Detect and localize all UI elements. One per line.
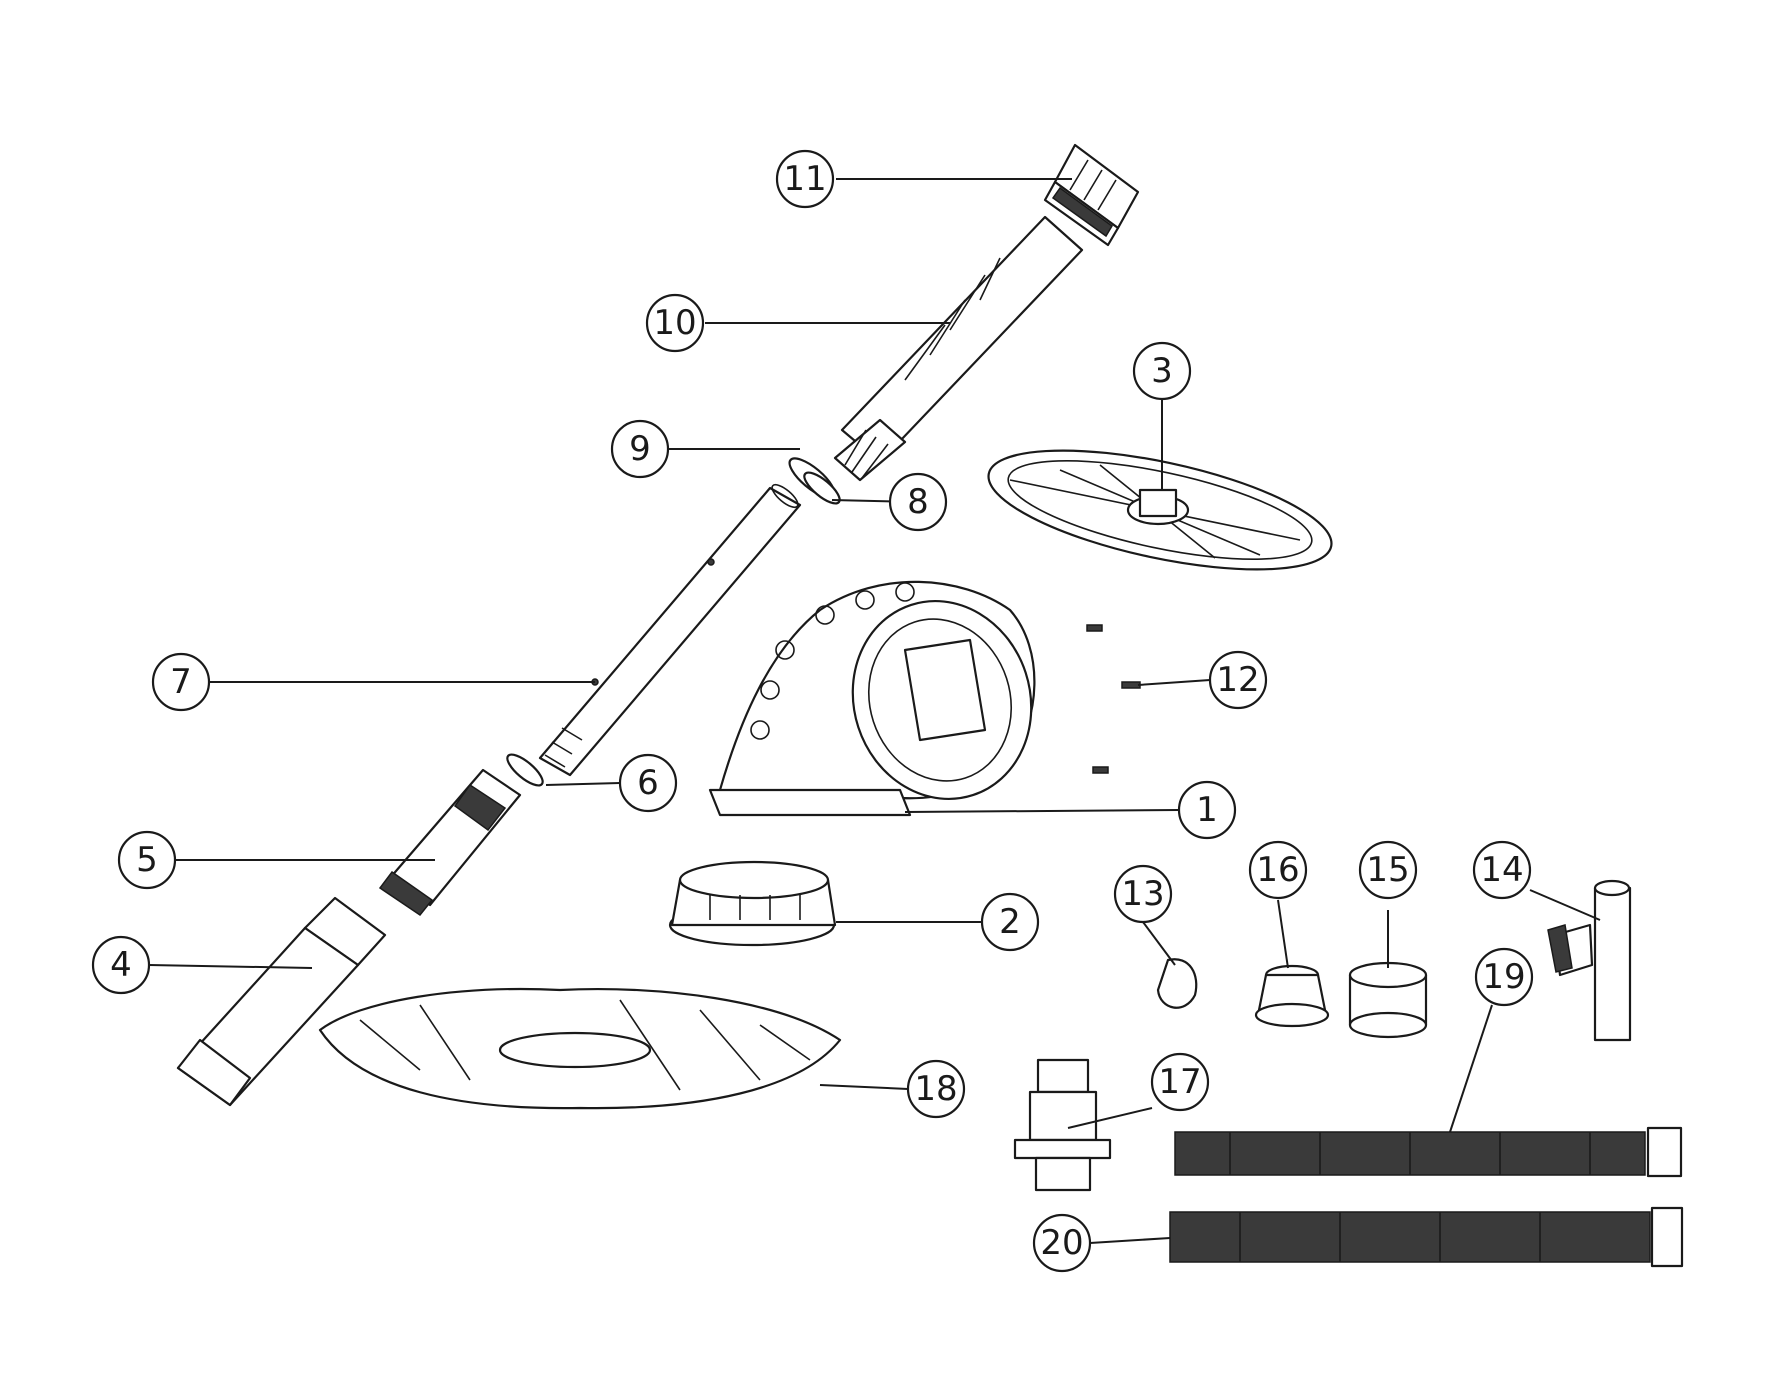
part-1-housing [708,580,1036,817]
leader-lines [148,178,1601,1244]
svg-text:12: 12 [1216,660,1259,700]
part-13 [1156,958,1198,1009]
part-19-hose [1174,1126,1683,1178]
callout-7: 7 [151,652,211,712]
part-6-ring [506,753,544,787]
svg-text:13: 13 [1121,874,1164,914]
svg-text:18: 18 [914,1069,957,1109]
svg-text:20: 20 [1040,1223,1083,1263]
svg-text:11: 11 [783,159,826,199]
callout-5: 5 [117,830,177,890]
callout-6: 6 [618,753,678,813]
svg-text:9: 9 [629,429,651,469]
svg-text:5: 5 [136,840,158,880]
callout-19: 19 [1474,947,1534,1007]
part-18-skirt [318,987,842,1110]
part-7-shaft [538,483,802,777]
part-20-hose [1169,1206,1684,1268]
part-15 [1348,961,1428,1039]
callout-14: 14 [1472,840,1532,900]
callout-10: 10 [645,293,705,353]
callouts: 11 10 9 8 3 7 12 1 [91,149,1534,1273]
part-12-screws [1086,624,1141,774]
callout-12: 12 [1208,650,1268,710]
part-4-tube [176,896,387,1107]
svg-text:15: 15 [1366,850,1409,890]
svg-text:7: 7 [170,662,192,702]
part-11-cap [1043,143,1140,247]
callout-17: 17 [1150,1052,1210,1112]
svg-text:19: 19 [1482,957,1525,997]
part-17-fitting [1013,1058,1112,1192]
svg-text:4: 4 [110,945,132,985]
callout-1: 1 [1177,780,1237,840]
part-10-handle [833,215,1084,482]
svg-text:3: 3 [1151,351,1173,391]
callout-9: 9 [610,419,670,479]
svg-text:2: 2 [999,902,1021,942]
callout-20: 20 [1032,1213,1092,1273]
part-16 [1254,964,1330,1028]
part-3-disc [987,449,1333,571]
svg-text:1: 1 [1196,790,1218,830]
svg-text:8: 8 [907,482,929,522]
svg-text:6: 6 [637,763,659,803]
callout-8: 8 [888,472,948,532]
callout-16: 16 [1248,840,1308,900]
part-5-connector [378,768,522,917]
part-14-valve [1547,879,1632,1042]
callout-3: 3 [1132,341,1192,401]
callout-18: 18 [906,1059,966,1119]
svg-text:17: 17 [1158,1062,1201,1102]
callout-11: 11 [775,149,835,209]
svg-text:14: 14 [1480,850,1523,890]
callout-4: 4 [91,935,151,995]
svg-text:10: 10 [653,303,696,343]
part-2-collar [668,860,837,947]
callout-2: 2 [980,892,1040,952]
part-8-ring [803,471,841,505]
callout-15: 15 [1358,840,1418,900]
callout-13: 13 [1113,864,1173,924]
svg-text:16: 16 [1256,850,1299,890]
